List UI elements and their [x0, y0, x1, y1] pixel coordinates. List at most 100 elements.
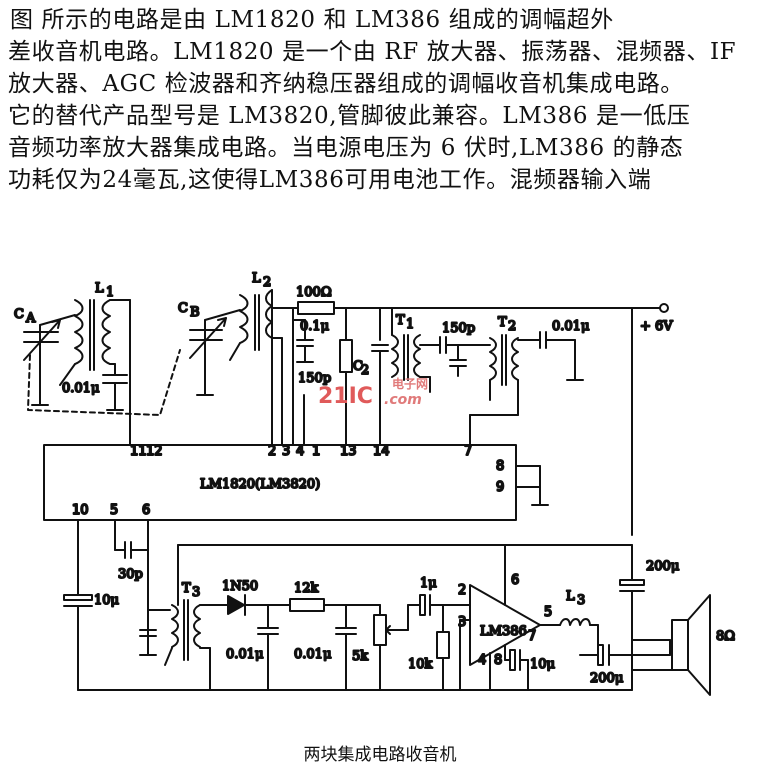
- l3-label: L: [566, 589, 575, 604]
- ic1-pin: 8: [496, 459, 504, 474]
- ic1-pin: 1: [312, 444, 320, 459]
- watermark-text: 21IC: [318, 384, 373, 409]
- paragraph-line: 图 所示的电路是由 LM1820 和 LM386 组成的调幅超外: [10, 7, 614, 33]
- coil-l1: [59, 299, 131, 446]
- diode-label: 1N50: [222, 579, 258, 594]
- r-12k-label: 12k: [294, 581, 319, 596]
- r-5k-label: 5k: [352, 649, 368, 664]
- cap-200u-vcc: [619, 544, 645, 691]
- c-10u-label: 10μ: [94, 593, 119, 608]
- c-10u-b-label: 10μ: [530, 657, 555, 672]
- l1-label: L: [95, 281, 104, 296]
- ic1-pin: 6: [142, 503, 150, 518]
- speaker-label: 8Ω: [716, 629, 735, 644]
- paragraph-line: 放大器、AGC 检波器和齐纳稳压器组成的调幅收音机集成电路。: [8, 71, 684, 97]
- ca-label: C: [14, 307, 24, 322]
- cb-label: C: [178, 301, 188, 316]
- vcc-label: + 6V: [640, 319, 673, 334]
- paragraph-line: 功耗仅为24毫瓦,这使得LM386可用电池工作。混频器输入端: [8, 167, 652, 193]
- pins-1-13-14-network: [303, 307, 389, 446]
- transformer-t2: [469, 331, 584, 446]
- c-200u-a-label: 200μ: [646, 559, 679, 574]
- cap-group-pins-3-4: [292, 307, 314, 446]
- l1-sub: 1: [106, 285, 114, 300]
- cap-200u-out: [579, 644, 671, 666]
- cap-001-d1: [257, 604, 279, 691]
- speaker-icon: [631, 594, 711, 696]
- ic2-pin: 8: [494, 653, 502, 668]
- ic-lm1820-body: [43, 444, 517, 521]
- t2-sub: 2: [508, 319, 516, 334]
- l3-sub: 3: [577, 593, 585, 608]
- resistor-10k: [436, 604, 450, 691]
- watermark-dotcom: .com: [384, 392, 422, 408]
- t2-label: T: [498, 315, 507, 330]
- c-001-d1-label: 0.01μ: [226, 647, 263, 662]
- l2-label: L: [252, 271, 261, 286]
- c-001-t2-label: 0.01μ: [552, 319, 589, 334]
- potentiometer-5k: [373, 604, 409, 691]
- paragraph-line: 差收音机电路。LM1820 是一个由 RF 放大器、振荡器、混频器、IF: [8, 39, 737, 65]
- ic1-pin: 9: [496, 480, 504, 495]
- ic2-pin: 7: [528, 629, 536, 644]
- resistor-12k: [289, 598, 381, 612]
- c-150p-b-label: 150p: [442, 321, 475, 336]
- ic2-pin: 3: [458, 615, 466, 630]
- t1-sub: 1: [406, 317, 414, 332]
- coil-l2: [229, 289, 283, 446]
- ic1-pin: 7: [464, 444, 472, 459]
- variable-capacitor-cb: [189, 309, 241, 396]
- t3-label: T: [182, 581, 191, 596]
- r-100-label: 100Ω: [296, 285, 332, 300]
- c-001-d2-label: 0.01μ: [294, 647, 331, 662]
- transformer-t3: [139, 599, 211, 691]
- ic1-pin: 14: [373, 444, 390, 459]
- resistor-100: [271, 301, 669, 315]
- l2-sub: 2: [263, 275, 271, 290]
- figure-caption: 两块集成电路收音机: [303, 745, 457, 765]
- watermark-cn: 电子网: [392, 376, 428, 391]
- transformer-t1: [391, 307, 491, 393]
- ic-lm386-label: LM386: [480, 624, 527, 639]
- variable-capacitor-ca: [23, 314, 76, 406]
- ic1-pin: 4: [296, 444, 304, 459]
- r-10k-label: 10k: [408, 657, 433, 672]
- ic1-pin: 2: [268, 444, 276, 459]
- ic2-pin: 2: [458, 583, 466, 598]
- c-30p-label: 30p: [118, 567, 143, 582]
- ca-sub: A: [25, 311, 36, 326]
- t1-label: T: [396, 313, 405, 328]
- ic2-pin: 4: [478, 653, 486, 668]
- ic-lm1820-label: LM1820(LM3820): [200, 477, 320, 492]
- ic-lm386: [459, 544, 561, 691]
- ic1-pin: 3: [282, 444, 290, 459]
- ic2-pin: 5: [544, 605, 552, 620]
- ic1-pin: 10: [72, 503, 89, 518]
- c-1u-label: 1μ: [420, 576, 437, 591]
- coil-l3: [559, 618, 599, 656]
- cb-sub: B: [190, 305, 200, 320]
- c-150p-a-label: 150p: [298, 371, 331, 386]
- ic2-pin: 6: [511, 573, 519, 588]
- diode-1n50: [209, 594, 291, 616]
- intro-paragraph: 图 所示的电路是由 LM1820 和 LM386 组成的调幅超外 差收音机电路。…: [8, 4, 756, 196]
- ic1-pin: 12: [146, 444, 163, 459]
- cap-1u: [407, 594, 471, 616]
- c-l1-label: 0.01μ: [62, 381, 99, 396]
- ic1-pin: 11: [130, 444, 147, 459]
- cap-10u-pin10: [63, 519, 93, 691]
- watermark-logo: 21IC 电子网 .com: [318, 376, 428, 409]
- c-01u-label: 0.1μ: [300, 319, 329, 334]
- ganged-link: [27, 349, 181, 416]
- circuit-schematic: C A L 1 0.01μ C B: [13, 270, 736, 696]
- paragraph-line: 它的替代产品型号是 LM3820,管脚彼此兼容。LM386 是一低压: [8, 103, 691, 129]
- cap-001-d2: [335, 604, 357, 691]
- ic1-pin: 5: [110, 503, 118, 518]
- c2-sub: 2: [361, 363, 369, 378]
- paragraph-line: 音频功率放大器集成电路。当电源电压为 6 伏时,LM386 的静态: [8, 135, 684, 161]
- t3-sub: 3: [192, 585, 200, 600]
- c2-label: C: [353, 359, 363, 374]
- ic1-pin: 13: [340, 444, 357, 459]
- c-200u-b-label: 200μ: [590, 671, 623, 686]
- cap-30p: [114, 519, 149, 611]
